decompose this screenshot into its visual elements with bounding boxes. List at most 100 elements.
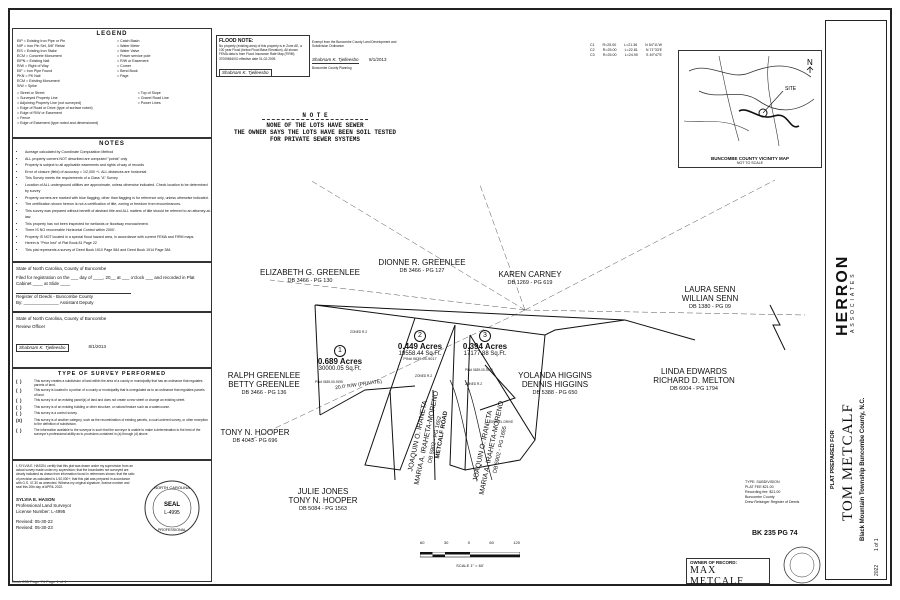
legend-symbol-item: NIP = Iron Pin Set, 5/8" Rebar [17, 44, 65, 48]
lot-sqft: 30000.05 Sq.Ft. [318, 366, 362, 372]
legend-symbol-item: = Water Meter [117, 44, 140, 48]
survey-type-checkbox[interactable]: ( ) [16, 378, 22, 384]
legend-lines-left: = Street or Street= Surveyed Property Li… [17, 91, 128, 126]
scale-tick-label: 30 [443, 540, 449, 545]
legend-symbol-item: EIF = Iron Pipe Found [17, 69, 53, 73]
curve-cell: N 71°33'E [645, 48, 662, 52]
sewer-note-line-3: FOR PRIVATE SEWER SYSTEMS [269, 136, 360, 143]
exempt-date: 8/1/2013 [368, 57, 387, 63]
seal-num-text: L-4995 [164, 510, 180, 516]
curve-cell: C1 [590, 43, 595, 47]
legend-symbol-item: EIPN = Existing Nail [17, 59, 50, 63]
exempt-block: Exempt from the Buncombe County Land Dev… [312, 40, 400, 71]
survey-type-option: (X)This survey is of another category, s… [16, 418, 208, 426]
survey-type-title: TYPE OF SURVEY PERFORMED [57, 371, 167, 377]
recording-info-line: PLAT FEE $21.00 [745, 485, 774, 489]
recording-info-line: Buncombe County [745, 495, 775, 499]
curve-cell: R=25.00 [602, 53, 617, 57]
owner-label: OWNER OF RECORD: [690, 560, 737, 565]
surveyor-revised-1: Revised: 05-30-22 [16, 519, 53, 525]
register-filed: Filed for registration on the ___ day of… [16, 275, 195, 286]
survey-type-text: This survey is a control survey. [34, 411, 78, 416]
vicinity-north-label: N [807, 58, 813, 67]
note-item: There IS NO recoverable Horizontal Contr… [25, 227, 211, 234]
legend-symbol-item: = Page [117, 74, 129, 78]
note-item: Location of ALL underground utilities ar… [25, 182, 211, 195]
scale-tick-label: 60 [420, 540, 425, 545]
lot-2: 2 0.449 Acres 19558.44 Sq.Ft. PIN# 0639-… [380, 330, 460, 361]
adjoiner-name: YOLANDA HIGGINS DENNIS HIGGINS [518, 371, 592, 389]
flood-note-box: FLOOD NOTE: No property (existing area) … [216, 35, 310, 77]
north-arrow [769, 304, 786, 351]
book-page-stamp: BK 235 PG 74 [752, 530, 798, 537]
gravel-drive-label: GRAVEL DRIVE [490, 420, 514, 424]
survey-type-option: ( )This survey is of an existing buildin… [16, 405, 208, 410]
curve-cell: R=25.00 [602, 43, 617, 47]
adjoiner-record: DB 5084 - PG 1563 [298, 506, 347, 512]
firm-sub: ASSOCIATES [850, 271, 856, 333]
flood-note-title: FLOOD NOTE: [219, 38, 254, 44]
legend-symbol-item: = Catch Basin [117, 39, 140, 43]
notes-title: NOTES [99, 141, 125, 147]
note-item: This Survey meets the requirements of a … [25, 175, 211, 182]
legend-symbol-item: R/W = Right of Way [17, 64, 49, 68]
surveyor-revised-2: Revised: 05-30-23 [16, 525, 53, 531]
survey-type-option: ( )This survey creates a subdivision of … [16, 379, 208, 387]
legend-line-item: = Power Lines [137, 101, 161, 105]
legend-symbol-item: EIS = Existing Iron Stake [17, 49, 57, 53]
survey-type-checkbox[interactable]: (X) [16, 417, 22, 423]
recording-info-line: Drew Reisinger Register of Deeds [745, 500, 800, 504]
scale-tick-label: 120 [513, 540, 520, 545]
adjoiner-name: JULIE JONES TONY N. HOOPER [288, 487, 358, 505]
curve-cell: L=22.81 [624, 48, 638, 52]
survey-type-checkbox[interactable]: ( ) [16, 398, 22, 404]
note-item: This plat represents a survey of Deed Bo… [25, 247, 211, 254]
note-item: Acreage calculated by Coordinate Computa… [25, 149, 211, 156]
note-item: This property has not been inspected for… [25, 221, 211, 228]
survey-type-checkbox[interactable]: ( ) [16, 411, 22, 417]
surveyor-seal: NORTH CAROLINA SEAL L-4995 PROFESSIONAL [144, 480, 200, 536]
adjoiner-record: DB 3466 - PG 136 [241, 390, 287, 396]
vicinity-map-drawing: SITE N [683, 55, 815, 147]
adjoiner-record: DB 1380 - PG 09 [689, 304, 731, 310]
survey-type-checkbox[interactable]: ( ) [16, 427, 22, 433]
legend-line-item: = Edge of Road or Drive (type of surface… [17, 106, 93, 110]
legend-symbol-item: = Water Valve [117, 49, 140, 53]
flood-note-text: No property (existing area) of this prop… [219, 44, 302, 61]
adjoiner-karen-carney: KAREN CARNEY DB 1269 - PG 619 [490, 270, 570, 288]
zone-label-1: ZONED R-2 [350, 330, 368, 334]
note-item: ALL property corners NOT described are c… [25, 156, 211, 163]
adjoiner-name: LAURA SENN WILLIAN SENN [681, 285, 739, 303]
adjoiner-record: DB 6004 - PG 1794 [669, 386, 718, 392]
owner-of-record: OWNER OF RECORD: MAX METCALF [686, 558, 770, 587]
curve-cell: S 49°47'E [646, 53, 662, 57]
plat-drawing [249, 179, 806, 481]
legend-symbol-item: PKN = PK Nail [17, 74, 41, 78]
legend-line-item: = Gravel Road Line [137, 96, 169, 100]
lot-number: 1 [334, 345, 346, 357]
sewer-note-line-2: THE OWNER SAYS THE LOTS HAVE BEEN SOIL T… [233, 129, 397, 136]
adjoiner-name: ELIZABETH G. GREENLEE [259, 268, 361, 277]
lot-number: 3 [479, 330, 491, 342]
adjoiner-record: DB 1269 - PG 619 [507, 280, 553, 286]
scale-tick-label: 60 [489, 540, 494, 545]
seal-mid-text: SEAL [164, 502, 180, 508]
legend-symbols-right: = Catch Basin= Water Meter= Water Valve =… [117, 39, 207, 89]
lot-acres: 0.394 Acres [462, 342, 508, 351]
survey-type-checkbox[interactable]: ( ) [16, 404, 22, 410]
curve-cell: R=25.00 [602, 48, 617, 52]
sewer-note-heading: N O T E [262, 112, 368, 120]
survey-type-text: This survey is located in a portion of a… [34, 388, 205, 397]
review-signature: Shabnam K. Tjelleesbo [16, 344, 69, 352]
title-block: HERRON ASSOCIATES PLAT PREPARED FOR TOM … [825, 20, 887, 580]
survey-type-checkbox[interactable]: ( ) [16, 388, 22, 394]
legend-symbol-item: S/W = Spike [17, 84, 37, 88]
review-date: 8/1/2013 [88, 344, 107, 349]
surveyor-title: Professional Land Surveyor [16, 503, 72, 509]
